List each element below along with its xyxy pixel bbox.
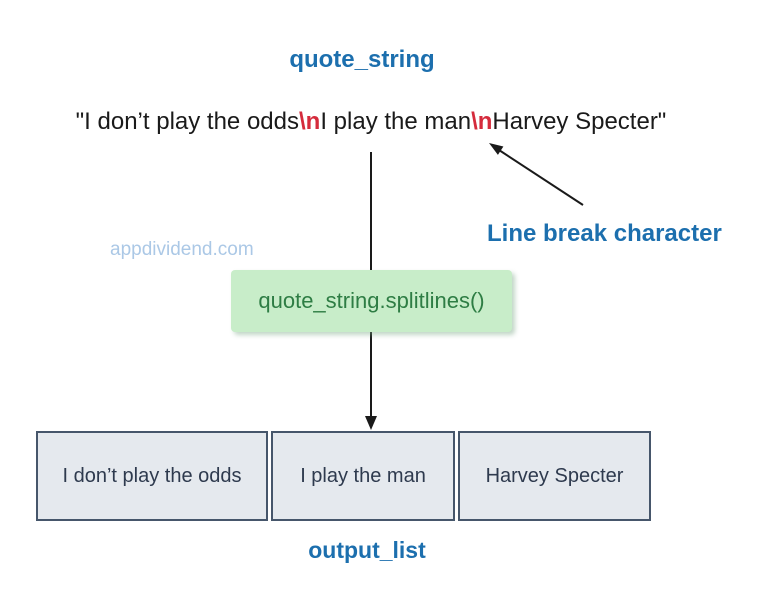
list-item: Harvey Specter <box>458 431 651 521</box>
watermark: appdividend.com <box>110 239 254 260</box>
newline-escape: \n <box>471 108 493 135</box>
splitlines-method-code: quote_string.splitlines() <box>258 288 485 313</box>
list-item: I play the man <box>271 431 455 521</box>
line-break-annotation: Line break character <box>487 220 722 247</box>
list-item: I don’t play the odds <box>36 431 268 521</box>
output-list-table: I don’t play the odds I play the man Har… <box>36 431 651 521</box>
string-segment: I play the man <box>320 108 472 135</box>
newline-escape: \n <box>299 108 321 135</box>
pointer-arrow-line <box>498 149 584 206</box>
output-list-title: output_list <box>308 537 426 563</box>
string-segment: Harvey Specter" <box>492 108 667 135</box>
quote-string-title: quote_string <box>289 46 435 73</box>
flow-arrowhead-icon <box>365 416 377 430</box>
string-segment: "I don’t play the odds <box>75 108 299 135</box>
splitlines-method-box: quote_string.splitlines() <box>231 270 512 332</box>
quote-string-value: "I don’t play the odds\nI play the man\n… <box>0 108 742 136</box>
pointer-arrowhead-icon <box>489 143 504 155</box>
